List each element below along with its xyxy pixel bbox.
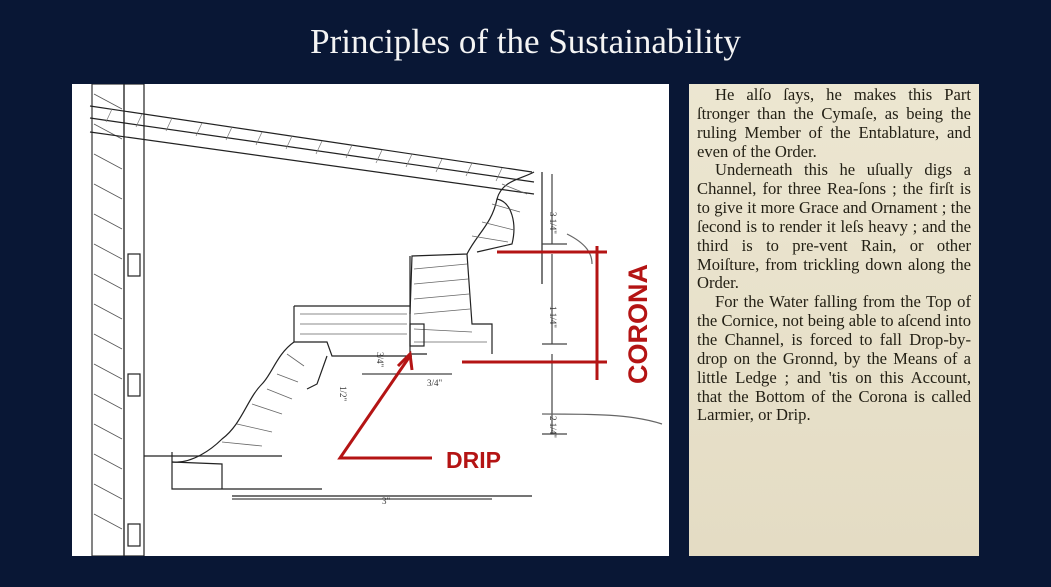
dim-note: 1 1/4"	[548, 306, 558, 328]
dim-note: 3/4"	[427, 378, 443, 388]
drip-arrow	[337, 350, 432, 460]
dim-note: 2 1/4"	[548, 416, 558, 438]
dimension-notes: 3 1/4" 1 1/4" 3/4" 1/2" 3/4" 2 1/4" 3"	[338, 212, 558, 506]
drip-label: DRIP	[446, 447, 501, 473]
dim-note: 3 1/4"	[548, 212, 558, 234]
excerpt-paragraph: He alſo ſays, he makes this Part ſtronge…	[697, 85, 971, 161]
dim-note: 3"	[382, 496, 391, 506]
corona-label: CORONA	[623, 264, 653, 384]
treatise-excerpt: He alſo ſays, he makes this Part ſtronge…	[689, 84, 979, 556]
dim-note: 3/4"	[375, 352, 385, 368]
cornice-section-svg: ​ 3 1/4" 1 1/4" 3/4" 1/2" 3/4" 2 1/4" 3"…	[89, 84, 663, 556]
corona-bracket	[462, 246, 607, 380]
excerpt-paragraph: Underneath this he uſually digs a Channe…	[697, 160, 971, 293]
excerpt-paragraph: For the Water falling from the Top of th…	[697, 292, 971, 425]
cornice-drawing: ​ 3 1/4" 1 1/4" 3/4" 1/2" 3/4" 2 1/4" 3"…	[72, 84, 669, 556]
slide-title: Principles of the Sustainability	[310, 22, 741, 61]
drawing-linework	[89, 84, 663, 556]
dim-note: 1/2"	[338, 386, 348, 402]
